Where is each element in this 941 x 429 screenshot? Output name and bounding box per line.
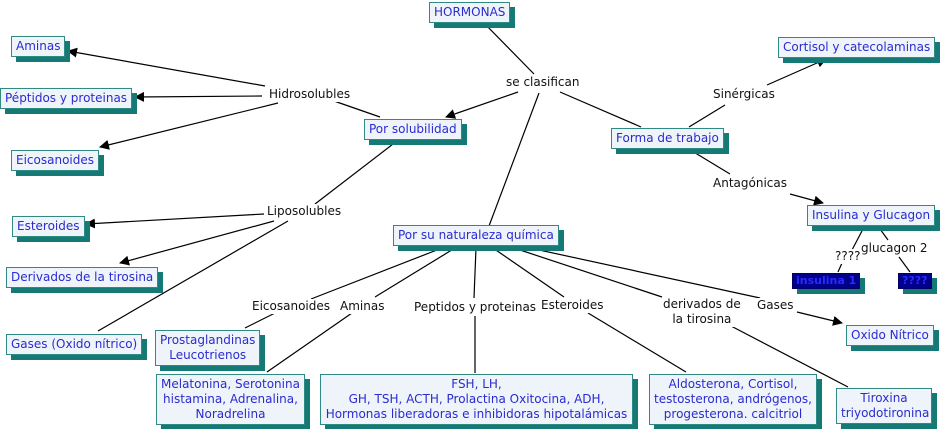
concept-line: Noradrelina xyxy=(195,407,266,421)
link-label-line: la tirosina xyxy=(672,312,732,326)
concept-aldosterona[interactable]: Aldosterona, Cortisol, testosterona, and… xyxy=(649,374,817,425)
concept-eicosanoides[interactable]: Eicosanoides xyxy=(11,150,99,171)
link-line xyxy=(488,92,540,227)
link-line xyxy=(796,311,843,326)
concept-derivados-tirosina[interactable]: Derivados de la tirosina xyxy=(6,267,159,288)
concept-insulina-glucagon[interactable]: Insulina y Glucagon xyxy=(807,205,936,226)
concept-aminas[interactable]: Aminas xyxy=(11,36,66,57)
link-line xyxy=(879,228,889,241)
link-line xyxy=(67,47,266,87)
link-label-unknown: ???? xyxy=(834,249,862,264)
link-line xyxy=(97,220,289,332)
concept-hormonas[interactable]: HORMONAS xyxy=(429,2,511,23)
link-line xyxy=(513,247,663,298)
link-line xyxy=(492,247,565,298)
concept-line: Tiroxina xyxy=(860,391,908,405)
link-line xyxy=(789,193,824,206)
link-label-antagonicas: Antagónicas xyxy=(712,176,788,191)
concept-esteroides[interactable]: Esteroides xyxy=(12,216,85,237)
concept-forma-de-trabajo[interactable]: Forma de trabajo xyxy=(611,128,724,149)
link-line xyxy=(766,58,827,86)
link-label-hidrosolubles: Hidrosolubles xyxy=(268,87,352,102)
concept-peptidos-proteinas[interactable]: Péptidos y proteinas xyxy=(0,88,133,109)
link-line xyxy=(333,100,381,118)
concept-insulina-1[interactable]: insulina 1 xyxy=(792,273,861,289)
link-label-eicosanoides: Eicosanoides xyxy=(251,299,331,314)
link-label-derivados-tirosina: derivados de la tirosina xyxy=(662,297,742,327)
concept-line: GH, TSH, ACTH, Prolactina Oxitocina, ADH… xyxy=(348,392,605,406)
link-line xyxy=(559,91,642,128)
link-line xyxy=(730,325,849,388)
concept-line: FSH, LH, xyxy=(451,377,502,391)
concept-unknown[interactable]: ???? xyxy=(898,273,932,289)
concept-line: Leucotrienos xyxy=(169,348,247,362)
concept-line: Hormonas liberadoras e inhibidoras hipot… xyxy=(325,407,628,421)
link-line xyxy=(99,102,279,150)
concept-fsh-lh[interactable]: FSH, LH, GH, TSH, ACTH, Prolactina Oxito… xyxy=(320,374,633,425)
concept-line: Melatonina, Serotonina xyxy=(161,377,300,391)
concept-line: Prostaglandinas xyxy=(160,333,256,347)
concept-line: progesterona. calcitriol xyxy=(663,407,803,421)
link-label-aminas: Aminas xyxy=(339,299,386,314)
link-line xyxy=(473,247,477,299)
link-line xyxy=(244,312,276,329)
link-label-peptidos: Peptidos y proteinas xyxy=(413,300,538,315)
link-line xyxy=(587,312,687,373)
concept-cortisol-catecolaminas[interactable]: Cortisol y catecolaminas xyxy=(778,37,936,58)
concept-melatonina[interactable]: Melatonina, Serotonina histamina, Adrena… xyxy=(156,374,305,425)
concept-por-solubilidad[interactable]: Por solubilidad xyxy=(364,119,462,140)
concept-tiroxina[interactable]: Tiroxina triyodotironina xyxy=(836,388,932,424)
link-line xyxy=(314,140,398,205)
link-line xyxy=(266,312,353,373)
link-line xyxy=(445,91,519,119)
concept-prostaglandinas[interactable]: Prostaglandinas Leucotrienos xyxy=(155,330,261,366)
link-line xyxy=(134,91,263,102)
link-label-sinergicas: Sinérgicas xyxy=(712,87,776,102)
link-line xyxy=(688,104,726,128)
link-line xyxy=(310,247,443,300)
link-line xyxy=(529,247,761,299)
concept-line: histamina, Adrenalina, xyxy=(163,392,298,406)
link-label-se-clasifican: se clasifican xyxy=(505,75,581,90)
link-label-line: derivados de xyxy=(663,297,741,311)
concept-por-naturaleza-quimica[interactable]: Por su naturaleza química xyxy=(393,225,559,246)
link-line xyxy=(119,220,275,266)
concept-oxido-nitrico[interactable]: Oxido Nítrico xyxy=(846,325,934,346)
concept-line: triyodotironina xyxy=(841,406,930,420)
concept-line: testosterona, andrógenos, xyxy=(654,392,812,406)
link-label-esteroides: Esteroides xyxy=(540,298,605,313)
link-label-gases: Gases xyxy=(756,298,795,313)
link-label-liposolubles: Liposolubles xyxy=(266,204,343,219)
link-line xyxy=(837,262,843,273)
link-label-glucagon-2: glucagon 2 xyxy=(861,241,928,255)
link-line xyxy=(481,20,535,75)
concept-gases-oxido-nitrico[interactable]: Gases (Oxido nítrico) xyxy=(6,334,143,355)
link-line xyxy=(851,228,864,251)
link-line xyxy=(691,150,731,175)
link-line xyxy=(898,256,911,273)
concept-line: Aldosterona, Cortisol, xyxy=(668,377,798,391)
link-line xyxy=(374,247,456,298)
link-line xyxy=(85,213,265,229)
